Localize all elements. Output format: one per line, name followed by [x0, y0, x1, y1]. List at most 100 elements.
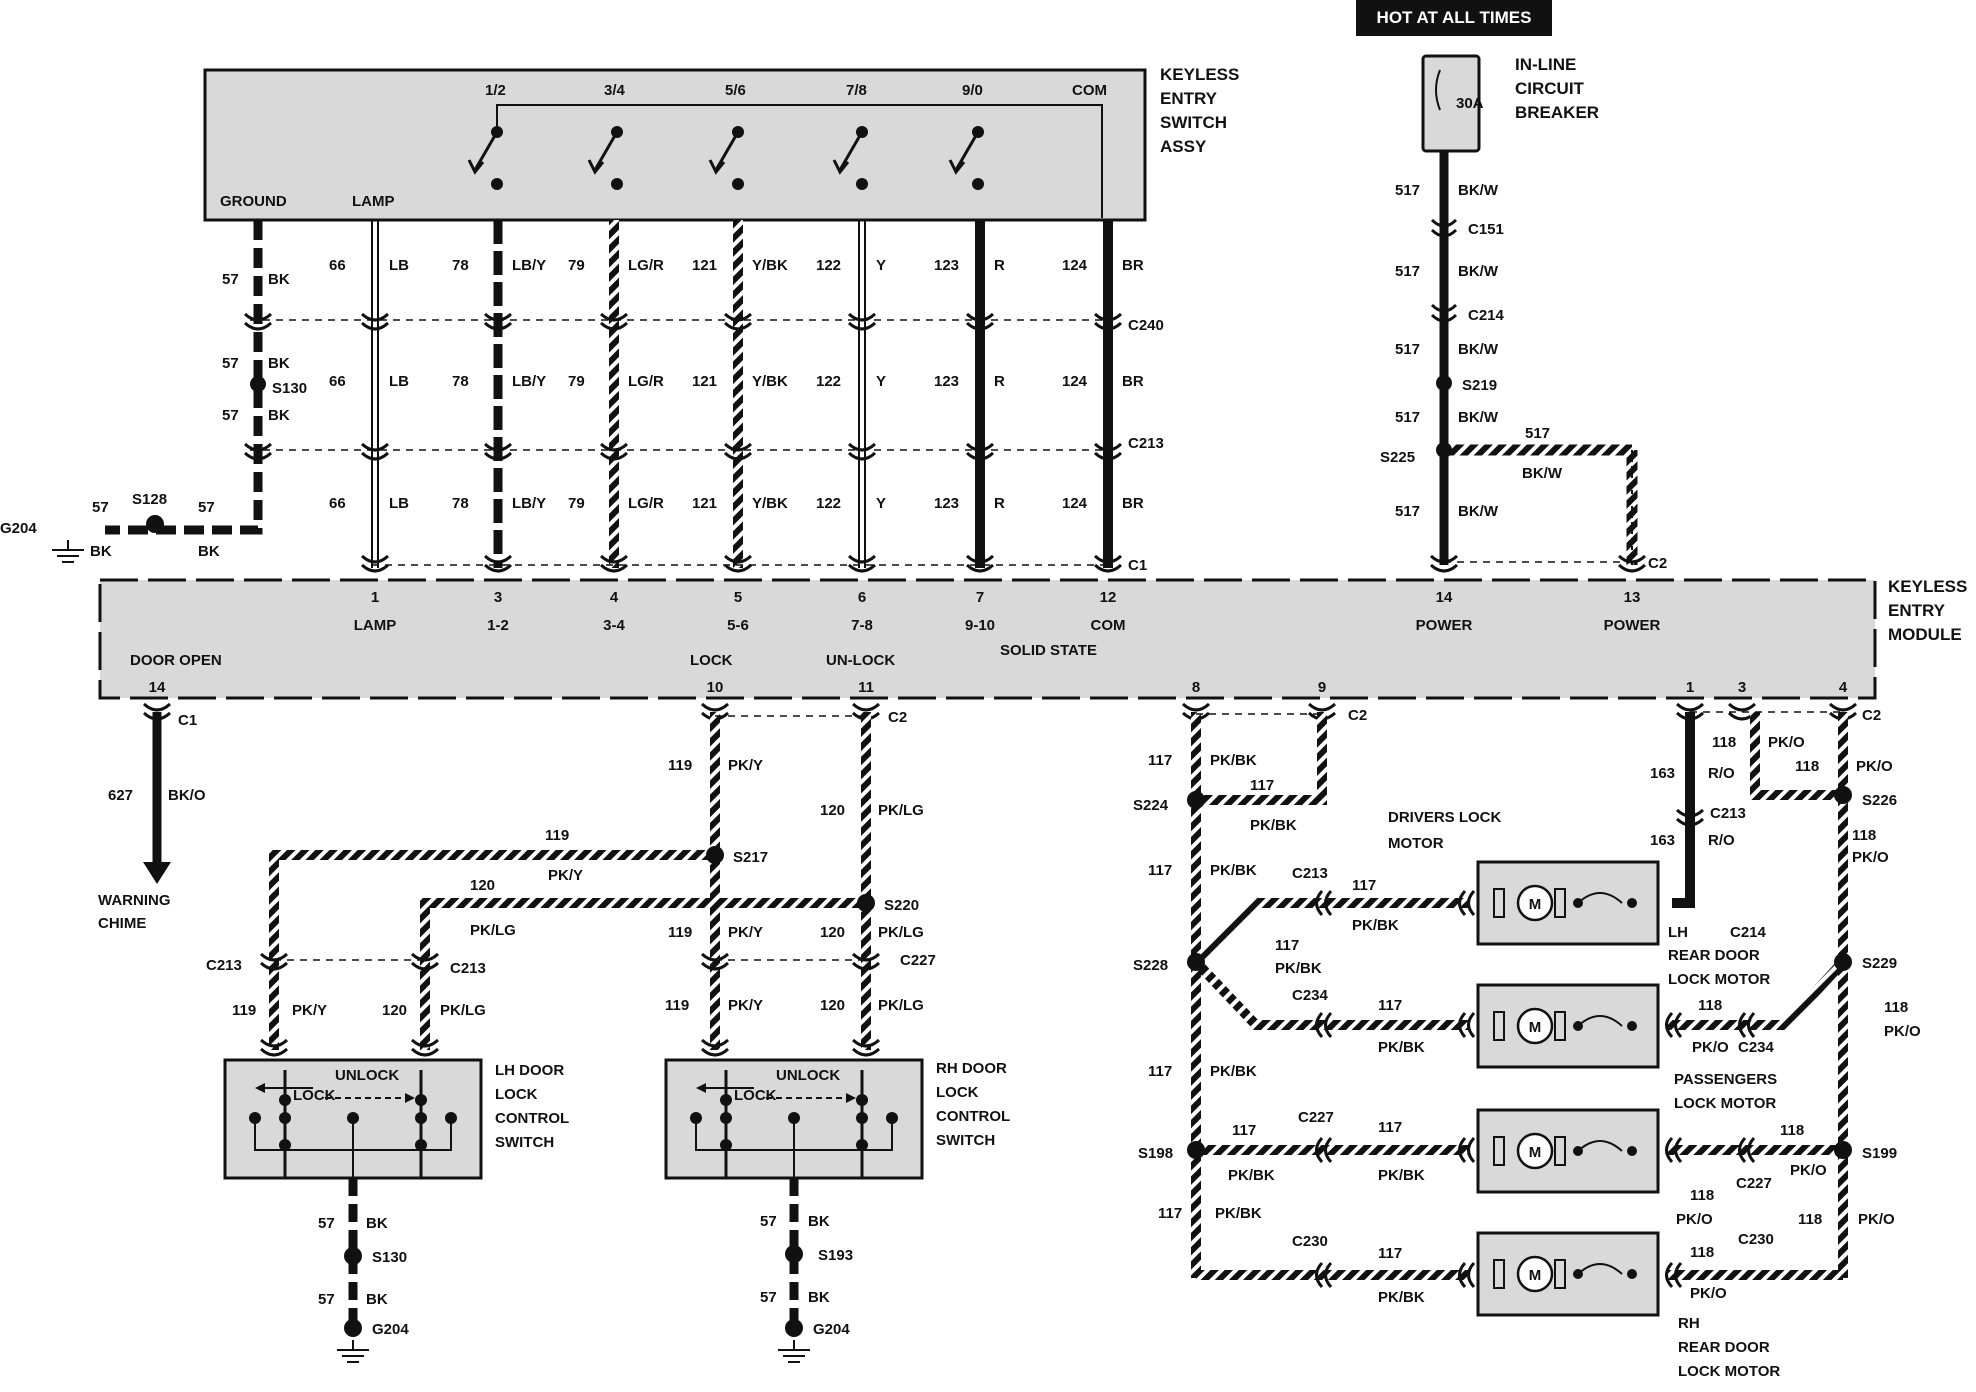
- warning-chime-2: CHIME: [98, 915, 146, 932]
- c213-label-lh-2: C213: [450, 960, 486, 977]
- drivers-lock-motor: [1476, 860, 1660, 946]
- wire-color-label-3-1: LG/R: [628, 373, 664, 390]
- wire-circuit-label-1-1: 66: [329, 373, 346, 390]
- module-top-pin-name-2: 3-4: [603, 617, 625, 634]
- w118-color-9: PK/O: [1690, 1285, 1727, 1302]
- lh-rear-motor-label-2: REAR DOOR: [1668, 947, 1760, 964]
- s217-label: S217: [733, 849, 768, 866]
- motor-pivot-b-0: [1627, 898, 1637, 908]
- rh-switch-label-3: CONTROL: [936, 1108, 1010, 1125]
- rh-switch-label-2: LOCK: [936, 1084, 979, 1101]
- module-top-pin-name-7: POWER: [1416, 617, 1473, 634]
- w120-circuit-d: 120: [382, 1002, 407, 1019]
- module-lock: LOCK: [690, 652, 733, 669]
- w517-color-3: BK/W: [1458, 341, 1499, 358]
- lower-mid-connectors: [259, 952, 881, 1057]
- wire-color-label-7-2: BR: [1122, 495, 1144, 512]
- w57-circuit-c: 57: [222, 407, 239, 424]
- c2-label-power: C2: [1648, 555, 1667, 572]
- rh-switch-unlock: UNLOCK: [776, 1067, 840, 1084]
- w117-circuit-6: 117: [1378, 997, 1402, 1014]
- wire-color-label-6-0: R: [994, 257, 1005, 274]
- switch-contact-bottom-0: [491, 178, 503, 190]
- breaker-label-3: BREAKER: [1515, 103, 1599, 122]
- motor-end-left-1: [1493, 1011, 1505, 1041]
- motor-symbol-2: M: [1529, 1144, 1542, 1161]
- right-motor-connector-3: [1738, 1136, 1756, 1164]
- w117-color-8: PK/BK: [1228, 1167, 1275, 1184]
- module-bottom-pin-2: 11: [858, 679, 874, 696]
- switch-contact-bottom-1: [611, 178, 623, 190]
- button-label-12: 1/2: [485, 82, 506, 99]
- switch-contact-bottom-4: [972, 178, 984, 190]
- c234-label-left: C234: [1292, 987, 1329, 1004]
- c230-label-left: C230: [1292, 1233, 1328, 1250]
- wire-circuit-label-5-0: 122: [816, 257, 841, 274]
- g204-label-lh: G204: [372, 1321, 409, 1338]
- c230-label-right: C230: [1738, 1231, 1774, 1248]
- w117-circuit-2: 117: [1250, 777, 1274, 794]
- wire-circuit-label-6-1: 123: [934, 373, 959, 390]
- wire-circuit-label-5-1: 122: [816, 373, 841, 390]
- c2-label-lower-right-b: C2: [1862, 707, 1881, 724]
- button-label-com: COM: [1072, 82, 1107, 99]
- lower-mid-connector-2: [700, 952, 730, 971]
- motor-circle-3: [1516, 1255, 1554, 1293]
- switch-blade-tip-3: [832, 159, 850, 175]
- wire-circuit-label-7-0: 124: [1062, 257, 1088, 274]
- s198-label: S198: [1138, 1145, 1173, 1162]
- w57-circuit-a: 57: [222, 271, 239, 288]
- wire-57-ground-run: [105, 220, 263, 535]
- module-top-pin-num-0: 1: [371, 589, 379, 606]
- w517-circuit-2: 517: [1395, 263, 1420, 280]
- motor-circle-0: [1516, 884, 1554, 922]
- wire-circuit-label-3-2: 79: [568, 495, 585, 512]
- lh-switch-label-3: CONTROL: [495, 1110, 569, 1127]
- lower-mid-connector-7: [851, 1038, 881, 1057]
- wire-163: [1672, 712, 1695, 908]
- w120-color-c: PK/LG: [878, 924, 924, 941]
- c213-label-lh-1: C213: [206, 957, 242, 974]
- module-title-3: MODULE: [1888, 625, 1962, 644]
- g204-ground-symbol-upper: [52, 540, 84, 563]
- lh-switch-label-4: SWITCH: [495, 1134, 554, 1151]
- c2-label-lower-mid: C2: [888, 709, 907, 726]
- c213-label-drivers: C213: [1292, 865, 1328, 882]
- w119-color-b: PK/Y: [548, 867, 583, 884]
- lh-switch-label-2: LOCK: [495, 1086, 538, 1103]
- left-motor-connector-0: [1315, 889, 1333, 917]
- button-label-78: 7/8: [846, 82, 867, 99]
- wire-118-pin3: [1750, 712, 1843, 800]
- motor-symbol-1: M: [1529, 1019, 1542, 1036]
- switch-blade-2: [714, 131, 740, 171]
- connector-mark-5-1: [847, 442, 877, 461]
- motor-symbol-0: M: [1529, 896, 1542, 913]
- motor-pivot-b-3: [1627, 1269, 1637, 1279]
- motor-end-left-0: [1493, 888, 1505, 918]
- rh-w57-circuit-a: 57: [760, 1213, 777, 1230]
- wire-118-to-lh-rear: [1668, 958, 1847, 1030]
- switch-blade-0: [473, 131, 499, 171]
- w118-color-3: PK/O: [1852, 849, 1889, 866]
- w57-color-b: BK: [268, 355, 290, 372]
- wire-circuit-label-5-2: 122: [816, 495, 841, 512]
- switch-blade-tip-0: [467, 159, 485, 175]
- s193-label: S193: [818, 1247, 853, 1264]
- w163-circuit-a: 163: [1650, 765, 1675, 782]
- c1-label-lower: C1: [178, 712, 197, 729]
- connector-mark-7-2: [1093, 554, 1123, 573]
- wire-color-label-2-0: LB/Y: [512, 257, 546, 274]
- s228-splice: [1187, 953, 1205, 971]
- w119-circuit-e: 119: [665, 997, 689, 1014]
- w517-color-5: BK/W: [1458, 503, 1499, 520]
- rh-rear-motor-label-2: REAR DOOR: [1678, 1339, 1770, 1356]
- w118-color-7: PK/O: [1676, 1211, 1713, 1228]
- right-motor-connector-1: [1738, 1011, 1756, 1039]
- wire-circuit-label-3-0: 79: [568, 257, 585, 274]
- module-bottom-pin-7: 4: [1839, 679, 1848, 696]
- module-top-pin-num-1: 3: [494, 589, 502, 606]
- lock-arrow-head: [405, 1093, 415, 1103]
- s228-label: S228: [1133, 957, 1168, 974]
- wire-circuit-label-7-2: 124: [1062, 495, 1088, 512]
